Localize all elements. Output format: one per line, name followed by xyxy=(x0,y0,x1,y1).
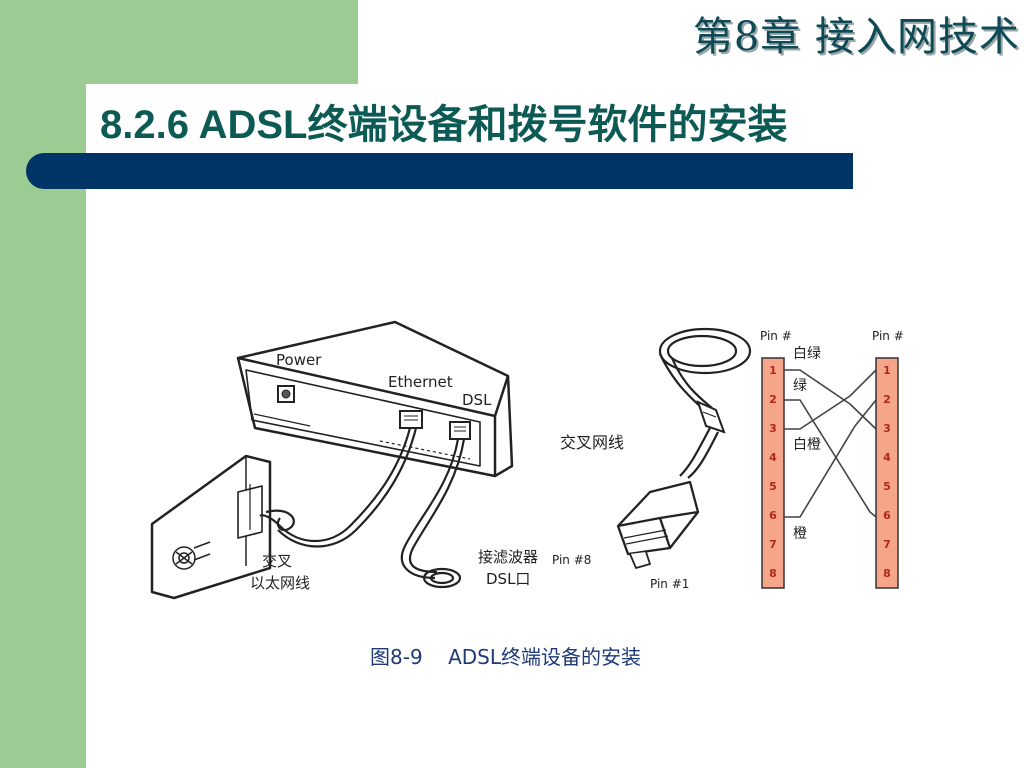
crossover-cable-coil xyxy=(658,327,752,412)
label-filter-line1: 接滤波器 xyxy=(478,548,538,566)
label-filter-line2: DSL口 xyxy=(486,570,530,588)
left-pin-4: 4 xyxy=(769,451,777,464)
label-crossover-ethernet-line2: 以太网线 xyxy=(250,574,310,592)
adsl-installation-figure: 1 2 3 4 5 6 7 8 1 2 3 4 5 6 7 8 Power Ethernet DSL 交叉网… xyxy=(150,316,920,606)
crossover-cable-run xyxy=(679,427,719,479)
right-pin-8: 8 xyxy=(883,567,891,580)
section-title: 8.2.6 ADSL终端设备和拨号软件的安装 xyxy=(100,103,788,147)
pin-numbers-left: 1 2 3 4 5 6 7 8 xyxy=(769,364,777,580)
label-ethernet: Ethernet xyxy=(388,373,453,391)
crossover-ethernet-cable xyxy=(259,427,418,548)
left-pin-6: 6 xyxy=(769,509,777,522)
label-pin-header-left: Pin # xyxy=(760,329,792,343)
left-pin-strip xyxy=(761,357,785,589)
label-crossover-ethernet-line1: 交叉 xyxy=(262,552,292,570)
right-pin-2: 2 xyxy=(883,393,891,406)
left-accent-band xyxy=(0,0,86,768)
label-power: Power xyxy=(276,351,322,369)
adsl-modem xyxy=(236,320,514,478)
pc-fan xyxy=(172,546,196,570)
wire-label-green: 绿 xyxy=(793,378,807,394)
left-pin-2: 2 xyxy=(769,393,777,406)
wire-label-white-orange: 白橙 xyxy=(793,437,821,453)
ethernet-port xyxy=(399,410,423,429)
pin-numbers-right: 1 2 3 4 5 6 7 8 xyxy=(883,364,891,580)
right-pin-strip xyxy=(875,357,899,589)
small-rj45-plug xyxy=(696,400,726,434)
left-pin-5: 5 xyxy=(769,480,777,493)
adsl-diagram: 1 2 3 4 5 6 7 8 1 2 3 4 5 6 7 8 Power Ethernet DSL 交叉网… xyxy=(150,320,904,600)
left-pin-3: 3 xyxy=(769,422,777,435)
large-rj45-connector xyxy=(616,480,700,569)
top-accent-band xyxy=(86,0,358,84)
power-socket xyxy=(277,385,295,403)
right-pin-1: 1 xyxy=(883,364,891,377)
left-pin-1: 1 xyxy=(769,364,777,377)
crossover-wires xyxy=(784,369,877,518)
label-pin-header-right: Pin # xyxy=(872,329,904,343)
dsl-cable xyxy=(400,438,466,589)
wire-label-white-green: 白绿 xyxy=(793,346,821,362)
right-pin-7: 7 xyxy=(883,538,891,551)
left-pin-7: 7 xyxy=(769,538,777,551)
right-pin-6: 6 xyxy=(883,509,891,522)
chapter-title: 第8章 接入网技术 xyxy=(692,14,1020,60)
label-dsl: DSL xyxy=(462,391,492,409)
label-pin1: Pin #1 xyxy=(650,577,689,591)
dsl-port xyxy=(449,421,471,440)
title-underline-bar xyxy=(26,153,853,189)
label-pin8: Pin #8 xyxy=(552,553,591,567)
right-pin-4: 4 xyxy=(883,451,891,464)
wire-label-orange: 橙 xyxy=(793,526,807,542)
right-pin-3: 3 xyxy=(883,422,891,435)
label-crossover-cable: 交叉网线 xyxy=(560,433,624,452)
left-pin-8: 8 xyxy=(769,567,777,580)
right-pin-5: 5 xyxy=(883,480,891,493)
figure-caption: 图8-9 ADSL终端设备的安装 xyxy=(370,645,642,669)
